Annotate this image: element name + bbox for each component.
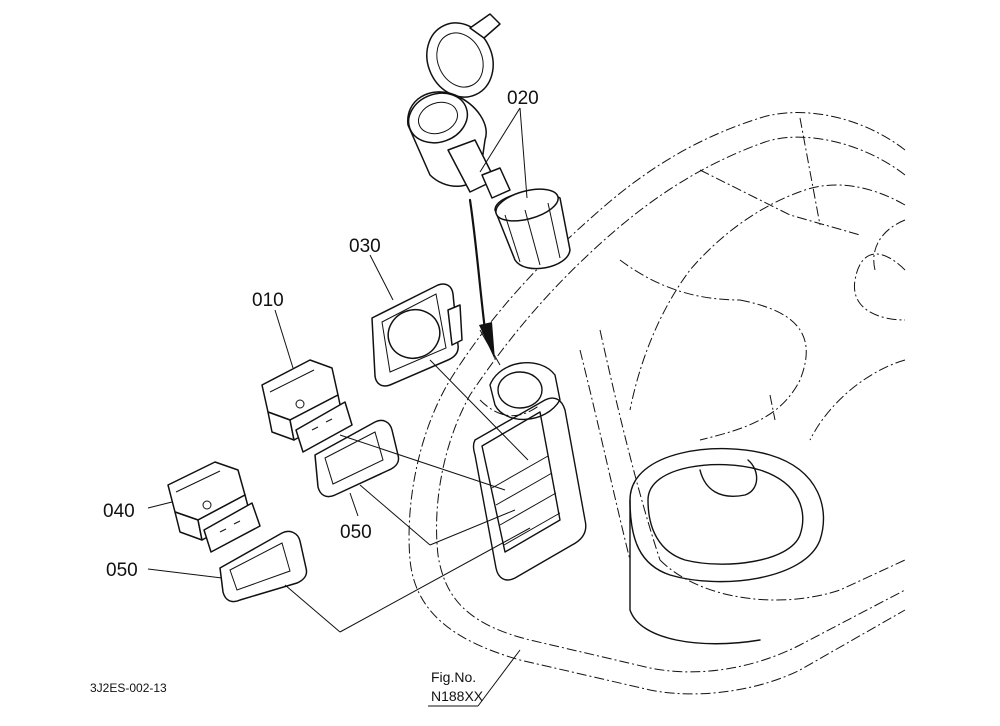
part-010-switch bbox=[261, 359, 353, 453]
fig-number-value: N188XX bbox=[431, 688, 484, 704]
label-010: 010 bbox=[252, 290, 284, 311]
part-050-frame-lower bbox=[219, 530, 308, 603]
cup-holder bbox=[629, 447, 825, 645]
part-030-bezel bbox=[371, 283, 463, 387]
label-030: 030 bbox=[349, 236, 381, 257]
assembly-lines bbox=[284, 359, 531, 633]
label-leaders bbox=[147, 107, 528, 707]
label-020: 020 bbox=[507, 88, 539, 109]
label-050-lower: 050 bbox=[106, 560, 138, 581]
insert-arrow bbox=[468, 198, 501, 366]
console-housing bbox=[408, 112, 906, 695]
switch-panel-recess bbox=[472, 361, 587, 581]
part-040-switch bbox=[167, 461, 261, 553]
part-020-socket bbox=[407, 13, 511, 199]
label-050-upper: 050 bbox=[340, 522, 372, 543]
label-040: 040 bbox=[103, 501, 135, 522]
part-020-sleeve bbox=[494, 188, 571, 270]
drawing-code: 3J2ES-002-13 bbox=[90, 681, 167, 695]
fig-number-label: Fig.No. bbox=[431, 669, 476, 685]
